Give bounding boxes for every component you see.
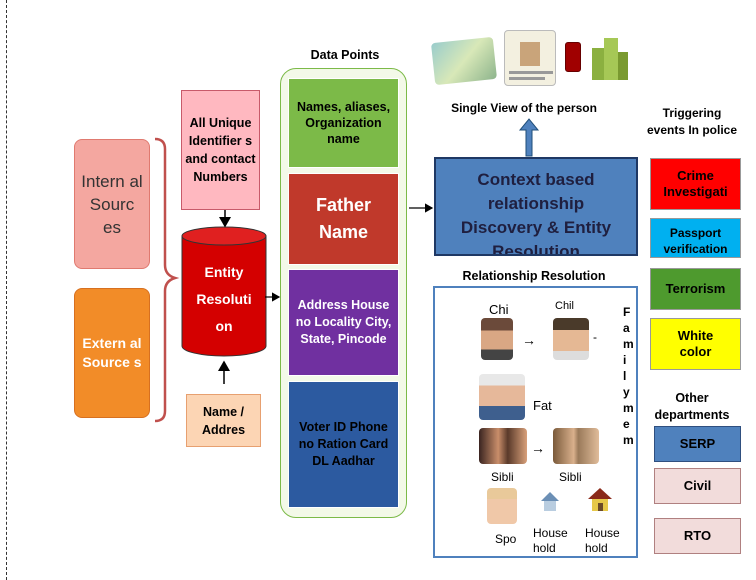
trigger-crime: Crime Investigati xyxy=(650,158,741,210)
child-label-1: Chi xyxy=(489,302,509,317)
father-photo xyxy=(479,374,525,420)
sibling-photo-1 xyxy=(479,428,527,464)
relationship-title: Relationship Resolution xyxy=(462,269,606,283)
trigger-passport: Passport verification xyxy=(650,218,741,258)
child-label-2: Chil xyxy=(555,300,574,312)
identifiers-label: All Unique Identifier s and contact Numb… xyxy=(185,116,256,184)
internal-sources-label: Intern al Sourc es xyxy=(81,171,143,237)
triggering-title: Triggering events In police xyxy=(646,106,738,137)
single-view-label: Single View of the person xyxy=(451,101,597,115)
arrow-glyph-child: → xyxy=(522,332,536,348)
father-label: Fat xyxy=(533,398,552,413)
data-point-father-name: Father Name xyxy=(288,173,399,265)
household-label-2: House hold xyxy=(585,526,620,555)
child-photo-2 xyxy=(553,318,589,360)
context-label: Context based relationship Discovery & E… xyxy=(460,170,612,256)
other-departments-title: Other departments xyxy=(654,391,730,422)
house-icon-1 xyxy=(539,490,561,512)
identifiers-box: All Unique Identifier s and contact Numb… xyxy=(181,90,260,210)
spouse-photo xyxy=(487,488,517,524)
relationship-box: Chi Chil → - Fat → Sibli Sibli Spo House… xyxy=(433,286,638,558)
context-box: Context based relationship Discovery & E… xyxy=(434,157,638,256)
department-rto: RTO xyxy=(654,518,741,554)
mobile-phone-image xyxy=(565,42,581,72)
identity-card-image xyxy=(504,30,556,86)
sibling-photo-2 xyxy=(553,428,599,464)
entity-resolution-cylinder: Entity Resoluti on xyxy=(180,226,268,358)
entity-resolution-line1: Entity xyxy=(204,264,244,280)
child-photo-1 xyxy=(481,318,513,360)
page-border-dashed xyxy=(6,0,7,580)
household-label-1: House hold xyxy=(533,526,568,555)
buildings-image xyxy=(592,38,628,80)
data-point-address: Address House no Locality City, State, P… xyxy=(288,269,399,376)
department-serp: SERP xyxy=(654,426,741,462)
data-point-names: Names, aliases, Organization name xyxy=(288,78,399,168)
dash-label: - xyxy=(593,330,597,344)
sources-bracket xyxy=(154,137,180,423)
internal-sources-box: Intern al Sourc es xyxy=(74,139,150,269)
data-points-title: Data Points xyxy=(310,48,380,62)
data-point-identifiers: Voter ID Phone no Ration Card DL Aadhar xyxy=(288,381,399,508)
family-members-vertical-label: F a m i l y m e m xyxy=(623,305,634,447)
sibling-label-1: Sibli xyxy=(491,470,514,484)
entity-resolution-line3: on xyxy=(215,318,233,334)
trigger-white-color: White color xyxy=(650,318,741,370)
house-icon-2 xyxy=(587,486,613,512)
department-civil: Civil xyxy=(654,468,741,504)
entity-resolution-line2: Resoluti xyxy=(196,291,252,307)
trigger-terrorism: Terrorism xyxy=(650,268,741,310)
external-sources-label: Extern al Source s xyxy=(82,335,142,370)
arrow-glyph-sibling: → xyxy=(531,440,545,456)
arrow-context-to-single-view xyxy=(518,118,540,157)
name-address-box: Name / Addres xyxy=(186,394,261,447)
sibling-label-2: Sibli xyxy=(559,470,582,484)
name-address-label: Name / Addres xyxy=(201,404,246,437)
spouse-label: Spo xyxy=(495,532,517,546)
external-sources-box: Extern al Source s xyxy=(74,288,150,418)
